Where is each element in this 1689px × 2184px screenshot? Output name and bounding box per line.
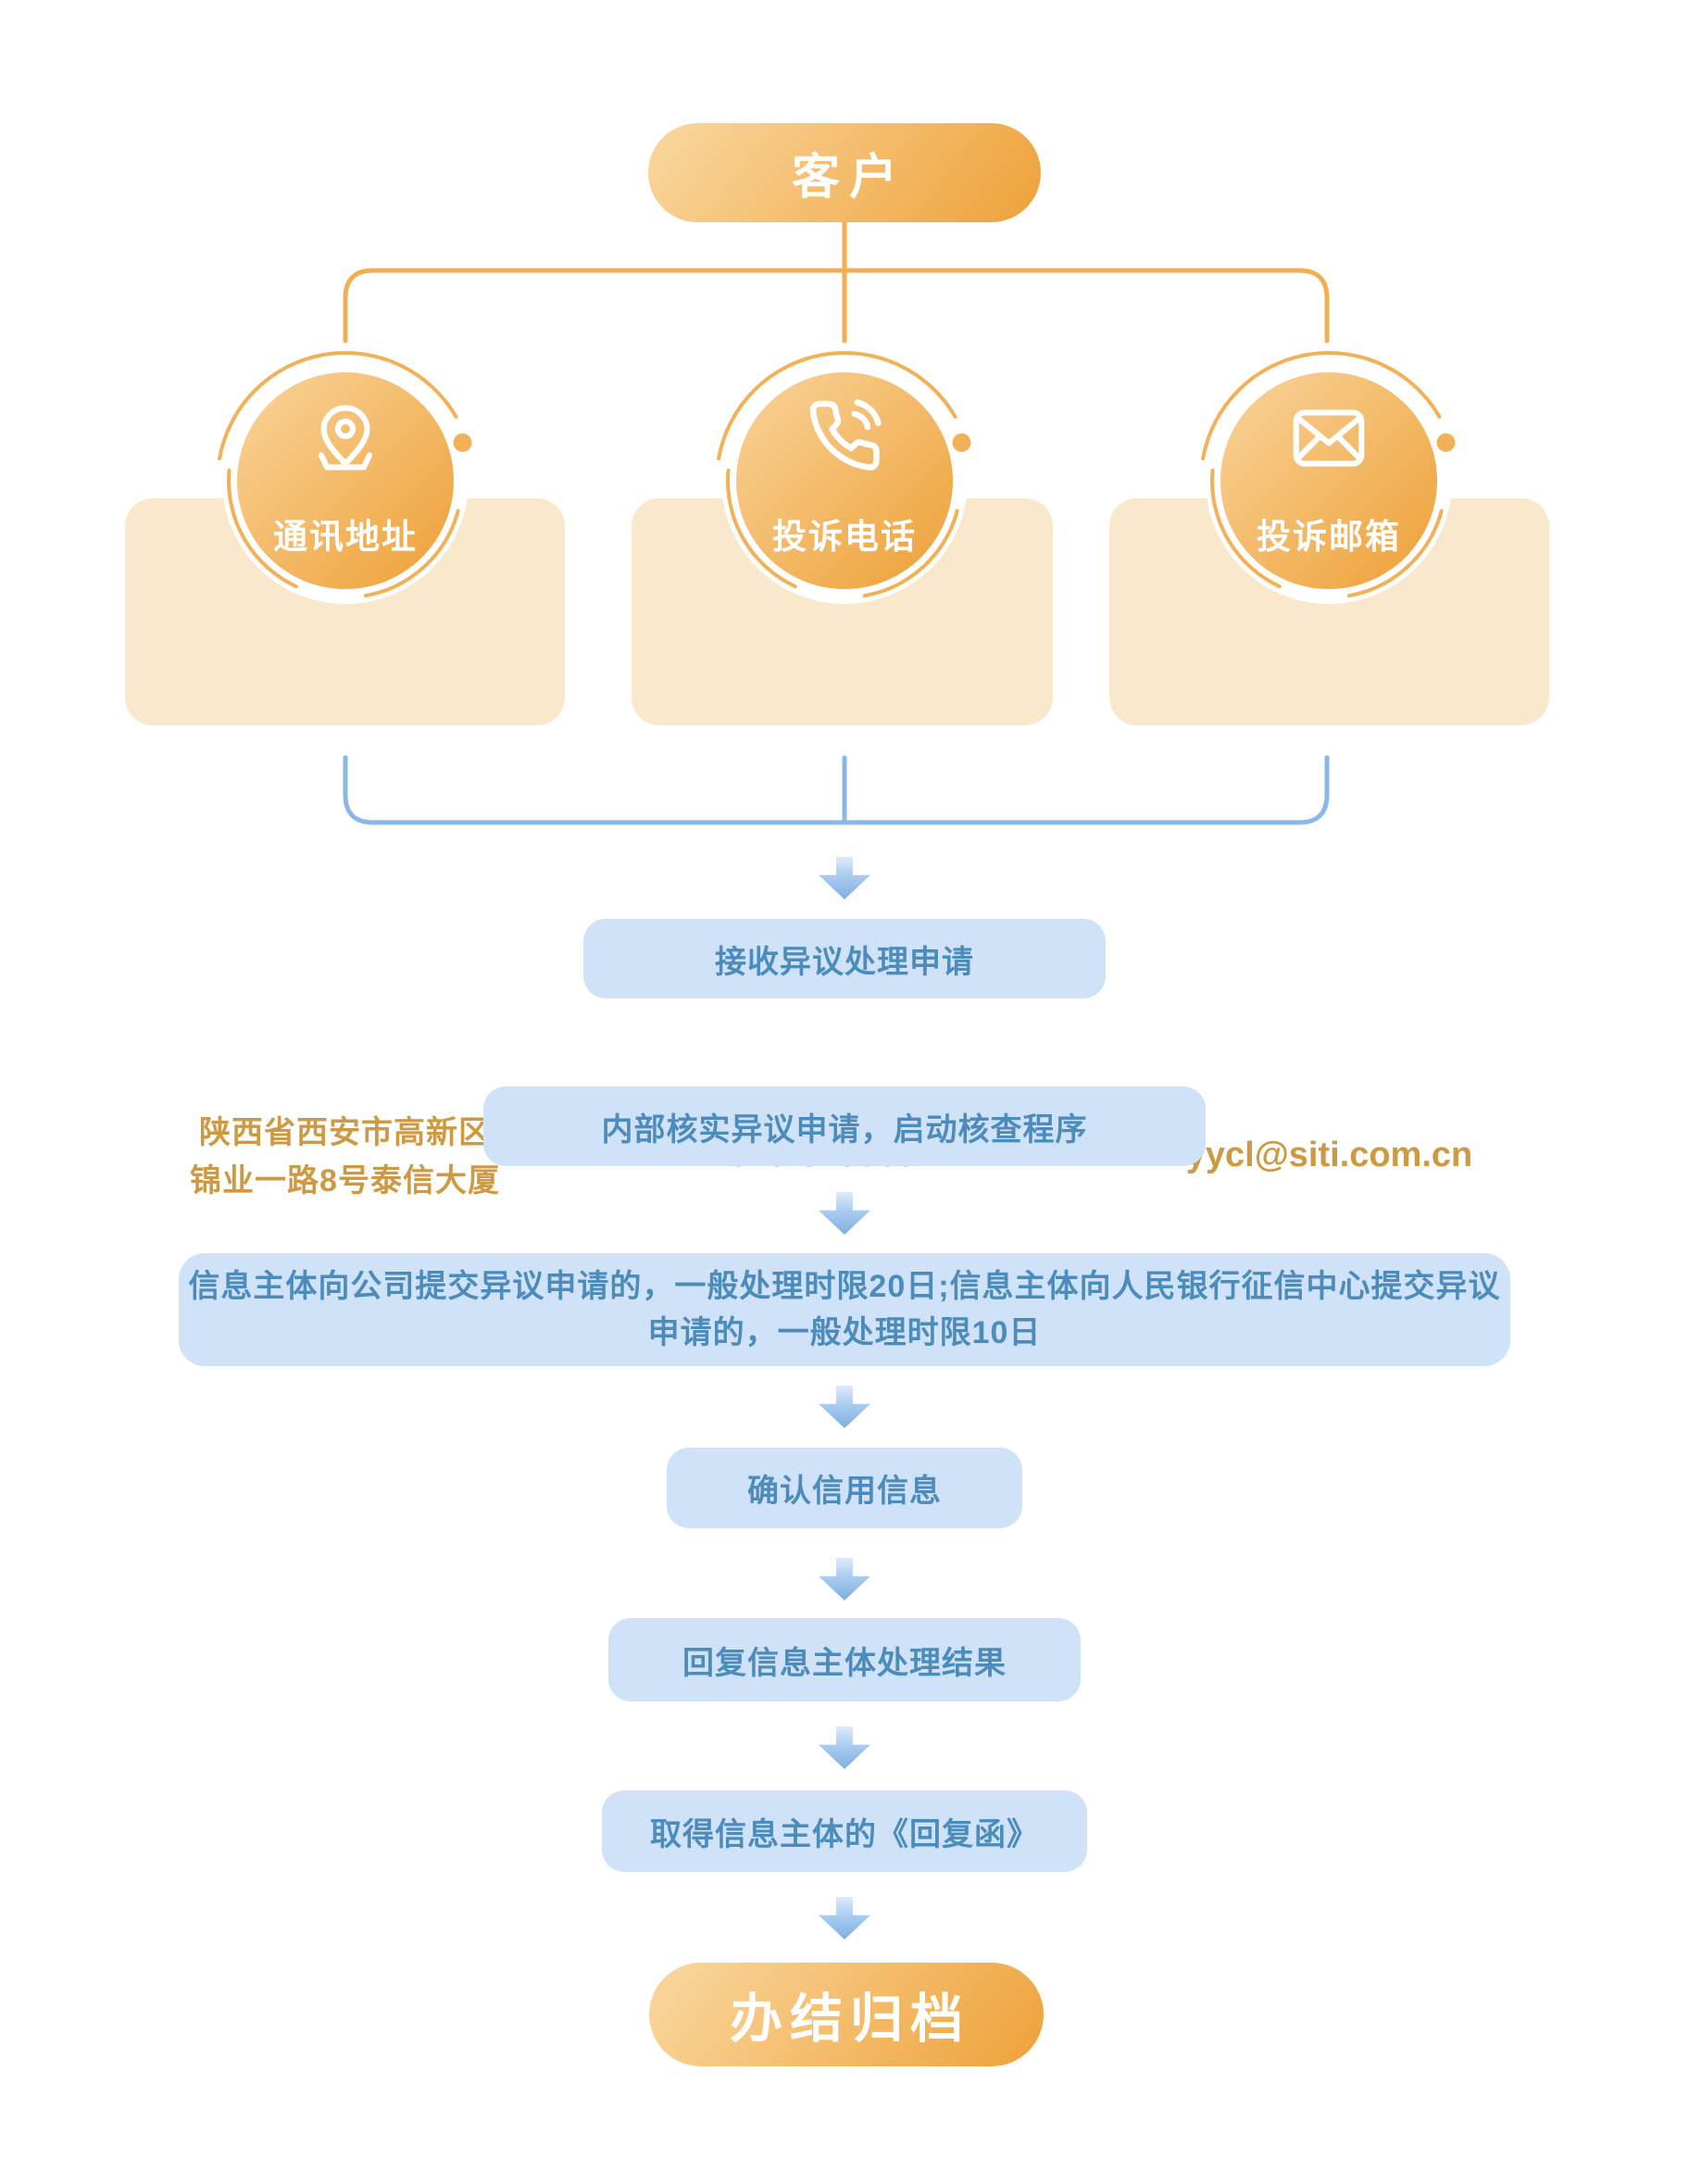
down-arrow [819,1726,870,1769]
circle-decoration [1201,351,1456,598]
step-label: 回复信息主体处理结果 [682,1645,1007,1681]
circle-decoration [218,351,472,598]
customer-label: 客户 [791,151,907,205]
branch-label: 投诉电话 [772,518,917,556]
address-line: 陕西省西安市高新区 [199,1115,491,1150]
address-line: 锦业一路8号泰信大厦 [190,1163,500,1199]
branch-address: 通讯地址 [206,342,484,620]
archive-node: 办结归档 [649,1963,1044,2066]
down-arrow [819,1897,870,1939]
down-arrow [819,1386,870,1428]
step-confirm: 确认信用信息 [667,1448,1022,1528]
location-pin-icon [318,405,373,471]
step-label: 接收异议处理申请 [715,944,974,980]
address-text: 陕西省西安市高新区 锦业一路8号泰信大厦 [125,1109,565,1205]
phone-icon [809,399,882,471]
step-reply: 回复信息主体处理结果 [608,1618,1081,1701]
step-verify: 内部核实异议申请，启动核查程序 [483,1086,1206,1166]
step-label: 确认信用信息 [747,1474,942,1509]
down-arrow [819,1558,870,1600]
circle-gradient [736,372,953,589]
email-icon [1293,409,1365,467]
branch-label: 投诉邮箱 [1257,518,1401,556]
down-arrow [819,857,870,899]
circle-decoration [717,351,971,598]
archive-label: 办结归档 [730,1989,970,2049]
branch-label: 通讯地址 [273,518,418,556]
step-time-limits: 信息主体向公司提交异议申请的，一般处理时限20日;信息主体向人民银行征信中心提交… [179,1253,1510,1366]
email-address: yycl@siti.com.cn [1109,1136,1549,1174]
branch-email: 投诉邮箱 [1190,342,1468,620]
circle-gradient [1220,372,1437,589]
step-line: 申请的，一般处理时限10日 [647,1315,1042,1350]
branch-phone: 投诉电话 [706,342,983,620]
step-label: 取得信息主体的《回复函》 [650,1816,1039,1852]
step-label: 内部核实异议申请，启动核查程序 [601,1111,1088,1148]
step-receive: 接收异议处理申请 [583,919,1106,998]
customer-node: 客户 [648,123,1041,222]
email-line: yycl@siti.com.cn [1185,1136,1473,1174]
step-obtain-letter: 取得信息主体的《回复函》 [602,1790,1087,1872]
step-line: 信息主体向公司提交异议申请的，一般处理时限20日;信息主体向人民银行征信中心提交… [188,1269,1501,1304]
down-arrow [819,1192,870,1235]
